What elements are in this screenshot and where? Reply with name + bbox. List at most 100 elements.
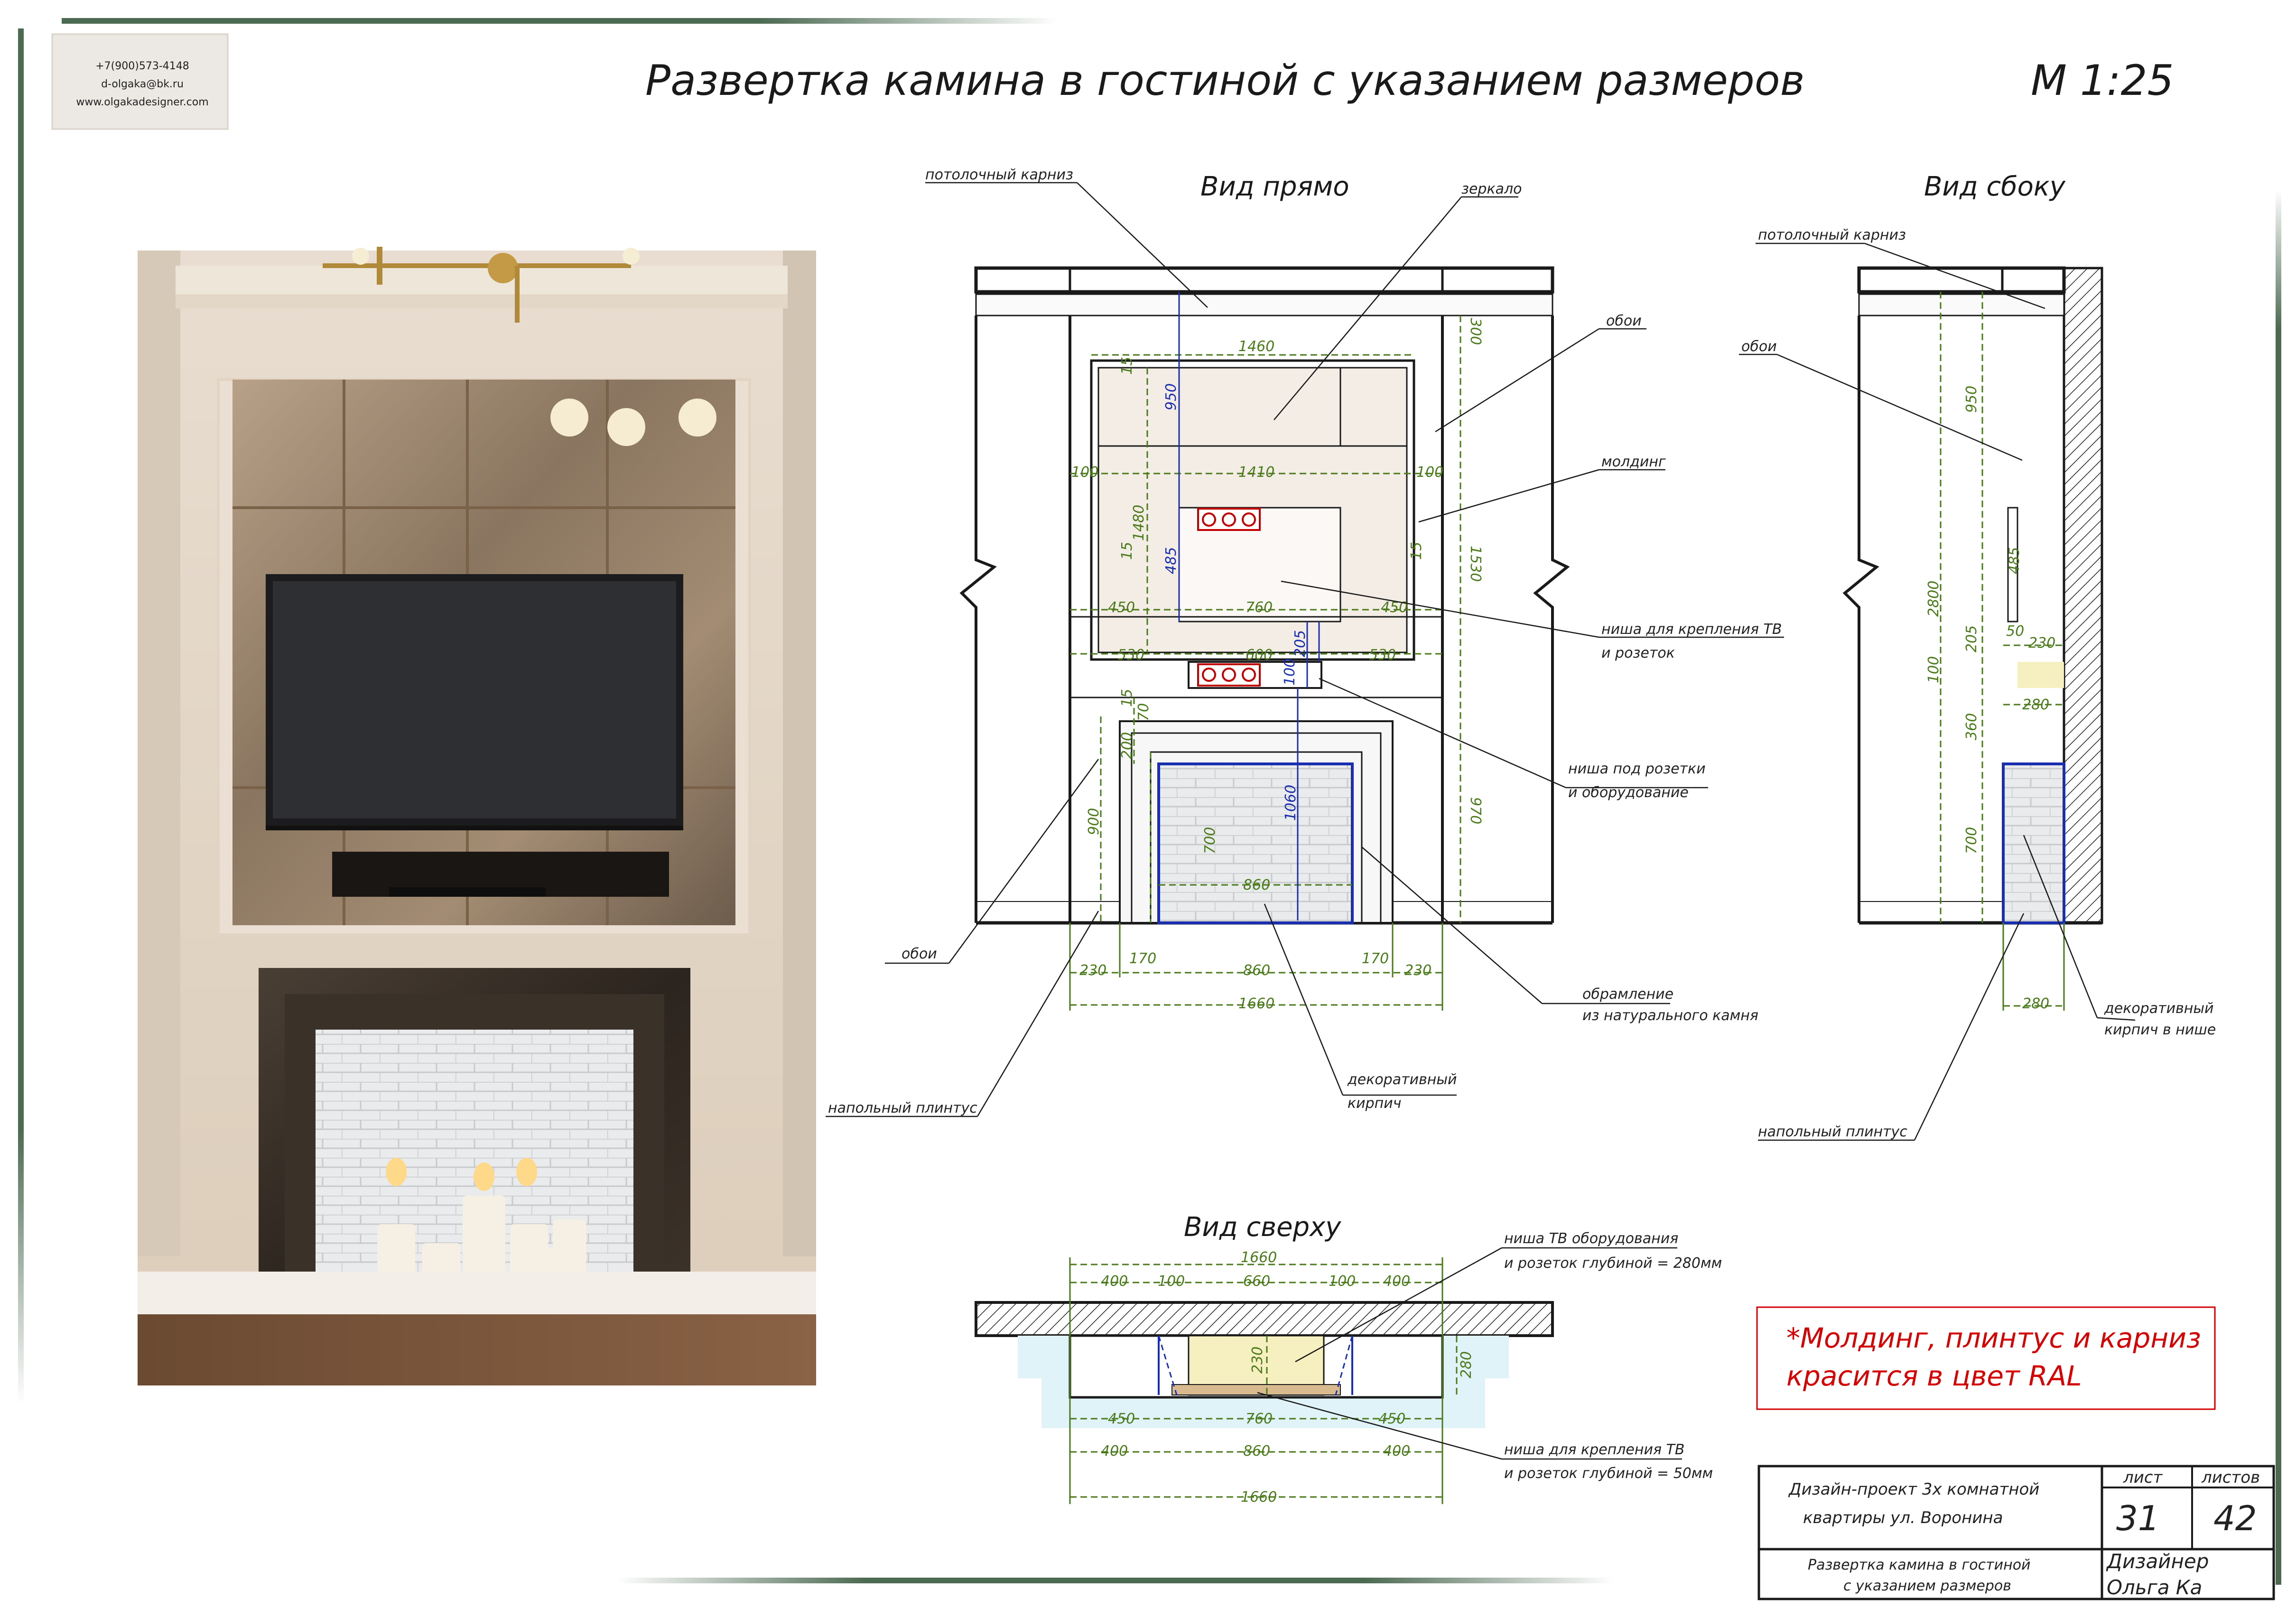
label-socket-niche-2: и оборудование [1568,784,1689,801]
label-side-floor-plinth: напольный плинтус [1758,1124,1907,1140]
dim-text: 1530 [1467,546,1484,582]
paint-note: *Молдинг, плинтус и карниз красится в цв… [1756,1306,2216,1410]
brick-niche [1157,762,1354,924]
dim-text: 100 [1071,464,1098,481]
label-wallpaper: обои [1606,313,1642,329]
label-top-niche-b1: ниша для крепления ТВ [1504,1441,1684,1458]
front-leaders [826,182,1784,1117]
dim-text: 15 [1408,542,1425,560]
side-view-title: Вид сбоку [1924,171,2066,202]
dim-text: 280 [1458,1351,1475,1378]
contact-phone: +7(900)573-4148 [95,60,189,72]
dim-text: 100 [1329,1273,1356,1290]
front-view: Вид прямо [959,171,1570,925]
paint-note-line1: *Молдинг, плинтус и карниз [1786,1322,2201,1354]
dim-text: 1060 [1283,785,1299,821]
top-dim-texts: 1660 400 100 660 100 400 230 280 450 760… [1101,1249,1475,1506]
dim-text: 1460 [1238,338,1274,355]
label-front-wallpaper: обои [902,946,937,962]
dim-text: 485 [2006,547,2023,574]
dim-text: 950 [1163,383,1180,410]
side-dim-texts: 950 485 2800 205 100 360 700 50 230 280 … [1925,386,2055,1012]
ceiling-cornice [974,266,1554,294]
dim-text: 760 [1246,1411,1273,1427]
label-top-niche-a1: ниша ТВ оборудования [1504,1230,1678,1247]
dim-text: 760 [1246,599,1273,616]
stamp-sheet-label: лист [2123,1468,2163,1487]
dim-text: 100 [1416,464,1443,481]
front-labels: потолочный карниз зеркало обои молдинг н… [828,167,1782,1116]
front-dim-texts: 1460 100 1410 100 450 760 450 530 600 53… [1071,318,1484,1012]
label-molding: молдинг [1601,454,1666,470]
stamp-designer-name: Ольга Ка [2107,1576,2202,1599]
dim-text: 660 [1243,1273,1270,1290]
contact-email: d-olgaka@bk.ru [101,78,184,90]
label-deco-brick-1: декоративный [1347,1071,1457,1088]
dim-text: 860 [1243,877,1270,893]
stamp-sheets-label: листов [2201,1468,2260,1487]
side-brick-niche [2002,762,2065,924]
dim-text: 280 [2022,697,2049,713]
chandelier-icon [323,247,640,323]
front-view-title: Вид прямо [1200,171,1349,202]
dim-text: 485 [1163,547,1180,574]
dim-text: 860 [1243,1443,1270,1459]
dim-text: 860 [1243,962,1270,979]
dim-text: 205 [1292,630,1309,657]
label-side-ceiling-cornice: потолочный карниз [1758,227,1906,243]
label-side-brick-1: декоративный [2104,1000,2214,1017]
label-tv-niche-1: ниша для крепления ТВ [1601,621,1782,638]
dim-text: 700 [1202,827,1218,854]
label-socket-niche-1: ниша под розетки [1568,761,1706,777]
side-dim-lines [1940,292,2065,1011]
dim-text: 1480 [1131,505,1147,541]
dim-text: 450 [1108,599,1135,616]
dim-text: 300 [1467,318,1484,345]
dim-text: 15 [1119,357,1135,375]
dim-text: 230 [1404,962,1432,979]
stamp-drawing-1: Развертка камина в гостиной [1808,1557,2031,1573]
dim-text: 100 [1925,656,1942,683]
dim-text: 100 [1282,659,1298,686]
stamp-project-2: квартиры ул. Воронина [1803,1508,2003,1527]
fireplace-icon [259,968,690,1321]
label-deco-brick-2: кирпич [1348,1095,1402,1112]
label-stone-frame-1: обрамление [1582,986,1673,1003]
dim-text: 230 [2028,635,2055,651]
dim-text: 700 [1963,827,1980,854]
label-floor-plinth: напольный плинтус [828,1100,977,1116]
dim-text: 2800 [1925,581,1942,617]
page-title: Развертка камина в гостиной с указанием … [645,56,1804,105]
stamp-sheets-total: 42 [2213,1498,2257,1538]
top-labels: ниша ТВ оборудования и розеток глубиной … [1504,1230,1722,1482]
top-view: Вид сверху [975,1212,1554,1428]
mirror-lamps-icon [550,399,716,446]
side-socket-niche [2017,662,2064,688]
label-mirror: зеркало [1461,181,1522,197]
dim-text: 70 [1135,703,1152,721]
side-view: Вид сбоку [1842,171,2103,925]
label-tv-niche-2: и розеток [1601,645,1675,661]
av-receiver-icon [332,852,669,897]
dim-text: 450 [1381,599,1408,616]
dim-text: 1410 [1238,464,1274,481]
dim-text: 530 [1117,647,1144,663]
dim-text: 50 [2006,623,2024,640]
scale-label: М 1:25 [2031,56,2174,105]
dim-text: 170 [1129,950,1156,967]
label-top-niche-a2: и розеток глубиной = 280мм [1504,1255,1722,1272]
front-dim-lines [1069,292,1461,1011]
tv-icon [266,574,683,830]
label-top-niche-b2: и розеток глубиной = 50мм [1504,1465,1713,1482]
dim-text: 970 [1467,797,1484,824]
title-block: Дизайн-проект 3х комнатной квартиры ул. … [1757,1465,2275,1600]
socket-icons [1197,508,1261,687]
label-ceiling-cornice: потолочный карниз [925,167,1073,183]
dim-text: 450 [1108,1411,1135,1427]
dim-text: 400 [1101,1273,1128,1290]
stamp-sheet-no: 31 [2116,1498,2160,1538]
dim-text: 1660 [1241,1489,1277,1506]
top-leaders [1257,1247,1682,1460]
contacts-block: +7(900)573-4148 d-olgaka@bk.ru www.olgak… [51,33,229,130]
